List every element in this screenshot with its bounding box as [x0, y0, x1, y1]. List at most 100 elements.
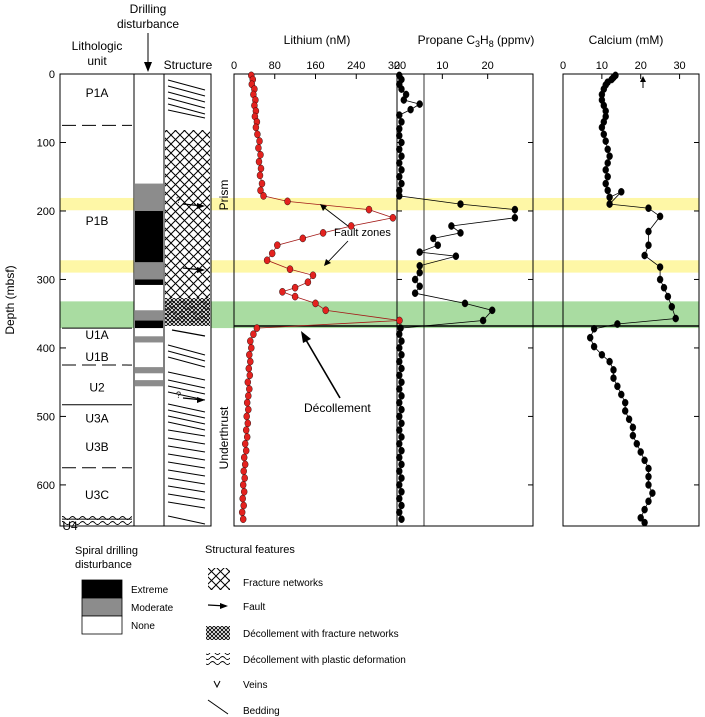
data-point-0-37 — [322, 306, 329, 315]
data-point-1-34 — [411, 289, 419, 298]
propane-panel-frame — [396, 73, 534, 527]
data-point-0-62 — [239, 481, 247, 489]
bedding-marks-top — [167, 79, 206, 119]
vein-v-icon — [213, 680, 221, 689]
data-point-1-35 — [461, 299, 469, 308]
disturbance-block-4 — [135, 310, 163, 321]
structural-legend: Structural features Fracture networksFau… — [205, 544, 406, 717]
data-point-0-65 — [240, 501, 247, 510]
data-point-2-47 — [622, 407, 629, 415]
x-tick-label-2-0: 0 — [560, 60, 566, 72]
zone-band-0 — [60, 197, 699, 211]
data-point-2-20 — [602, 179, 609, 188]
u4-texture — [62, 516, 132, 525]
data-point-1-8 — [396, 111, 403, 119]
up-arrow-icon — [640, 76, 646, 82]
structure-features: ? ? — [165, 79, 210, 525]
down-arrow-icon — [144, 62, 152, 72]
data-point-1-65 — [396, 508, 403, 517]
crosshatch-icon — [208, 568, 230, 590]
x-tick-label-0-240: 240 — [347, 60, 365, 72]
data-point-2-13 — [600, 130, 607, 139]
legend-label-extreme: Extreme — [131, 585, 169, 596]
data-point-0-63 — [240, 487, 248, 496]
data-point-2-34 — [668, 302, 675, 311]
data-point-0-67 — [239, 515, 247, 524]
data-point-2-41 — [606, 357, 613, 366]
dense-crosshatch-icon — [206, 626, 230, 640]
data-point-0-64 — [239, 494, 246, 503]
structural-legend-label-2: Décollement with fracture networks — [243, 629, 399, 640]
fault-zones-pointer-2 — [325, 240, 349, 265]
data-point-0-16 — [257, 164, 265, 173]
data-point-1-66 — [398, 515, 405, 524]
data-point-1-40 — [398, 337, 405, 345]
data-point-2-17 — [604, 159, 611, 167]
data-point-1-23 — [511, 213, 519, 222]
data-point-0-18 — [258, 179, 266, 188]
data-point-0-51 — [245, 405, 252, 414]
disturbance-block-0 — [135, 183, 163, 211]
data-point-0-17 — [256, 171, 264, 180]
data-point-1-42 — [398, 350, 405, 359]
data-point-0-58 — [240, 453, 248, 462]
data-point-1-54 — [398, 433, 405, 441]
depth-tick-label-400: 400 — [37, 343, 55, 355]
data-point-2-32 — [660, 283, 668, 292]
fault-zones-pointer-1 — [321, 205, 349, 227]
data-point-1-17 — [396, 172, 403, 181]
data-point-0-53 — [244, 419, 252, 428]
pointer-arrow-icon — [301, 331, 311, 343]
data-point-2-33 — [664, 292, 672, 301]
data-point-0-43 — [246, 350, 253, 359]
data-point-1-15 — [396, 159, 403, 167]
legend-label-moderate: Moderate — [131, 603, 174, 614]
data-point-1-62 — [398, 487, 405, 496]
x-tick-label-1-20: 20 — [482, 60, 494, 72]
data-point-0-11 — [254, 130, 261, 139]
data-point-1-56 — [398, 446, 405, 455]
drilling-header-line2: disturbance — [117, 17, 179, 31]
data-point-1-26 — [430, 234, 437, 243]
structural-legend-label-0: Fracture networks — [243, 578, 323, 589]
data-point-0-39 — [253, 324, 261, 332]
disturbance-legend-title-1: Spiral drilling — [75, 545, 138, 557]
data-point-2-59 — [641, 505, 648, 514]
data-point-0-52 — [243, 412, 250, 421]
series-line-0 — [241, 75, 400, 520]
data-point-1-30 — [416, 261, 423, 270]
data-point-1-24 — [448, 222, 455, 230]
x-tick-label-0-160: 160 — [306, 60, 324, 72]
data-point-1-64 — [398, 501, 405, 510]
data-point-0-34 — [279, 287, 286, 296]
data-point-1-3 — [398, 85, 405, 93]
data-point-0-61 — [241, 474, 248, 482]
data-point-0-15 — [255, 157, 263, 166]
unit-label-u1b: U1B — [85, 350, 108, 364]
structural-legend-title: Structural features — [205, 544, 295, 556]
data-point-1-47 — [396, 385, 403, 393]
decollement-plastic-zone — [165, 300, 210, 322]
data-point-0-38 — [396, 316, 403, 325]
fracture-network-zone — [165, 130, 210, 300]
data-point-0-26 — [299, 234, 306, 243]
data-point-2-35 — [672, 314, 679, 323]
data-point-2-57 — [649, 489, 656, 497]
data-point-2-60 — [637, 514, 644, 522]
data-point-1-50 — [398, 405, 405, 414]
unit-label-p1b: P1B — [86, 214, 109, 228]
data-point-0-30 — [286, 265, 294, 274]
data-series — [238, 71, 679, 527]
unit-label-u3c: U3C — [85, 488, 109, 502]
disturbance-block-7 — [135, 367, 163, 374]
data-point-2-54 — [645, 464, 652, 473]
data-point-0-60 — [240, 467, 247, 476]
data-point-0-13 — [255, 144, 262, 152]
unit-label-p1a: P1A — [86, 86, 109, 100]
data-point-2-52 — [637, 448, 644, 456]
structure-header: Structure — [164, 58, 213, 72]
data-point-1-32 — [411, 275, 419, 284]
data-point-2-37 — [590, 324, 598, 333]
